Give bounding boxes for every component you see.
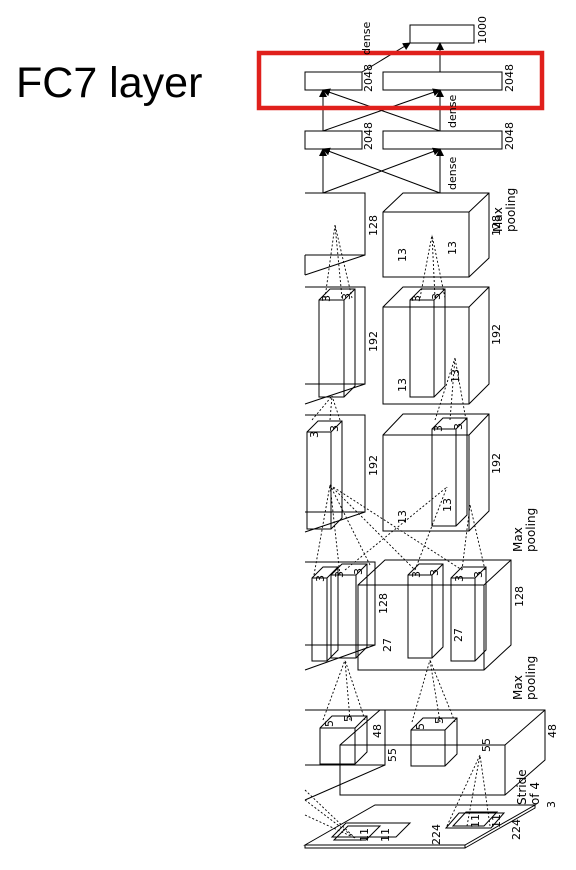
fc7-to-output-arrow [361,42,411,73]
conv5-top-block [305,192,366,256]
conv4-top-block [305,286,366,385]
input-size-label-a: 224 [430,824,443,845]
conv4-top-kernel-label-b: 3 [340,293,353,300]
receptive-field-lines [304,224,491,839]
conv2-kernel-label-5: 3 [428,569,441,576]
input-kernel-top [332,825,382,841]
conv2-bottom-kernel-2 [450,566,487,662]
conv2-pooling-caption: Max pooling [511,508,538,552]
conv1-top-depth-label: 48 [371,724,384,738]
conv2-kernel-label-4: 3 [410,571,423,578]
conv4-bottom-kernel-label-b: 3 [430,293,443,300]
conv3-top-kernel [306,420,343,530]
input-kernel-label-c: 11 [469,814,482,828]
conv2-top-kernel-2 [330,563,368,659]
conv3-bottom-kernel [431,417,468,527]
fc6-top-box [304,130,363,150]
fc7-highlight-box [256,50,545,111]
conv5-bottom-depth-label: 128 [490,215,503,236]
caption-line-2: pooling [504,188,518,232]
conv3-top-depth-label: 192 [367,455,380,476]
fc7-top-size-label: 2048 [362,64,375,92]
conv1-kernel-label-b: 5 [342,715,355,722]
conv1-kernel-label-d: 5 [433,717,446,724]
fc6-dense-label: dense [446,95,459,128]
conv2-top-depth-label: 128 [377,593,390,614]
input-inner-bottom [444,812,506,829]
caption-line-2: of 4 [528,782,542,805]
conv1-bottom-kernel [410,717,458,767]
output-size-label: 1000 [476,16,489,44]
conv4-bottom-kernel [409,288,446,398]
conv2-kernel-label-1: 3 [314,575,327,582]
conv1-pooling-caption: Max pooling [511,656,538,700]
conv2-spatial-label-a: 27 [381,638,394,652]
conv5-spatial-label-b: 13 [446,241,459,255]
conv1-bottom-depth-label: 48 [546,724,559,738]
conv1-kernel-label-c: 5 [414,723,427,730]
conv2-spatial-label-b: 27 [452,628,465,642]
conv4-spatial-label-a: 13 [396,378,409,392]
conv4-top-kernel [318,288,356,398]
conv2-kernel-label-7: 3 [472,571,485,578]
fc7-layer-callout: FC7 layer [16,59,203,107]
input-kernel-label-b: 11 [379,828,392,842]
conv3-spatial-label-a: 13 [396,510,409,524]
conv3-top-kernel-label-a: 3 [308,431,321,438]
conv1-top-block [305,709,386,766]
conv3-bottom-kernel-label-b: 3 [452,423,465,430]
conv2-bottom-depth-label: 128 [513,586,526,607]
output-box [409,24,475,44]
conv3-bottom-kernel-label-a: 3 [432,425,445,432]
input-kernel-label-a: 11 [358,828,371,842]
conv2-kernel-label-3: 3 [352,568,365,575]
conv5-dense-label: dense [446,157,459,190]
conv3-bottom-depth-label: 192 [490,453,503,474]
conv4-bottom-block [382,286,490,405]
conv4-bottom-kernel-label-a: 3 [410,295,423,302]
fc7-top-dense-label: dense [360,22,373,55]
fc6-bottom-size-label: 2048 [503,122,516,150]
conv3-top-kernel-label-b: 3 [328,425,341,432]
fc6-top-size-label: 2048 [362,122,375,150]
conv3-bottom-block [382,413,490,532]
fc7-bottom-box [382,71,503,91]
conv2-kernel-label-6: 3 [453,575,466,582]
conv2-bottom-block [357,559,512,671]
conv2-top-block [305,561,376,646]
conv5-spatial-label-a: 13 [396,248,409,262]
caption-line-2: pooling [524,656,538,700]
stride-caption: Stride of 4 [515,766,542,805]
conv4-top-kernel-label-a: 3 [320,295,333,302]
caption-line-2: pooling [524,508,538,552]
conv3-top-block [305,414,366,513]
conv1-spatial-label-b: 55 [480,738,493,752]
conv4-spatial-label-b: 13 [449,369,462,383]
conv1-top-kernel [319,715,368,765]
conv5-fc6-arrow-3 [322,147,441,194]
fc6-bottom-box [382,130,503,150]
conv1-kernel-label-a: 5 [323,720,336,727]
input-channels-label: 3 [545,801,558,808]
conv2-bottom-kernel-1 [407,563,444,659]
conv1-bottom-block [339,709,546,796]
fc6-fc7-arrow-3 [322,88,441,132]
conv5-top-depth-label: 128 [367,215,380,236]
conv3-spatial-label-b: 13 [441,498,454,512]
fc7-top-box [304,71,363,91]
fc7-bottom-size-label: 2048 [503,64,516,92]
conv4-bottom-depth-label: 192 [490,324,503,345]
input-size-label-b: 224 [510,819,523,840]
input-kernel-bottom [451,811,499,827]
conv2-kernel-label-2: 3 [333,571,346,578]
input-image [303,804,537,849]
input-kernel-label-d: 11 [490,814,503,828]
conv5-bottom-block [382,192,490,278]
conv4-top-depth-label: 192 [367,331,380,352]
conv1-spatial-label-a: 55 [386,748,399,762]
conv2-top-kernel-1 [311,566,339,662]
conv5-pooling-caption: Max pooling [491,188,518,232]
